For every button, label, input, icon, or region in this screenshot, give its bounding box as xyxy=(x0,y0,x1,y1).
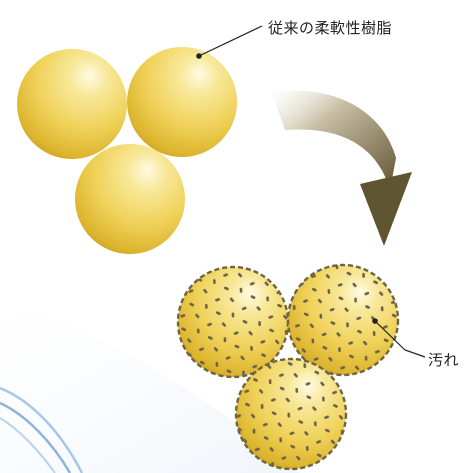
clean-resin-sphere xyxy=(75,144,185,254)
dirty-resin-sphere xyxy=(176,265,290,379)
dirty-resin-sphere xyxy=(286,263,400,377)
clean-resin-cluster xyxy=(17,47,237,254)
clean-resin-sphere xyxy=(127,47,237,157)
dirty-resin-sphere xyxy=(234,357,348,471)
background-swoosh xyxy=(0,300,300,473)
clean-resin-sphere xyxy=(17,49,127,159)
resin-leader xyxy=(196,25,263,59)
dirt-leader xyxy=(372,318,426,358)
dirty-resin-cluster xyxy=(176,263,400,471)
conventional-resin-label: 従来の柔軟性樹脂 xyxy=(268,19,393,37)
curved-arrow-icon xyxy=(272,90,412,246)
dirt-label: 汚れ xyxy=(428,351,460,369)
